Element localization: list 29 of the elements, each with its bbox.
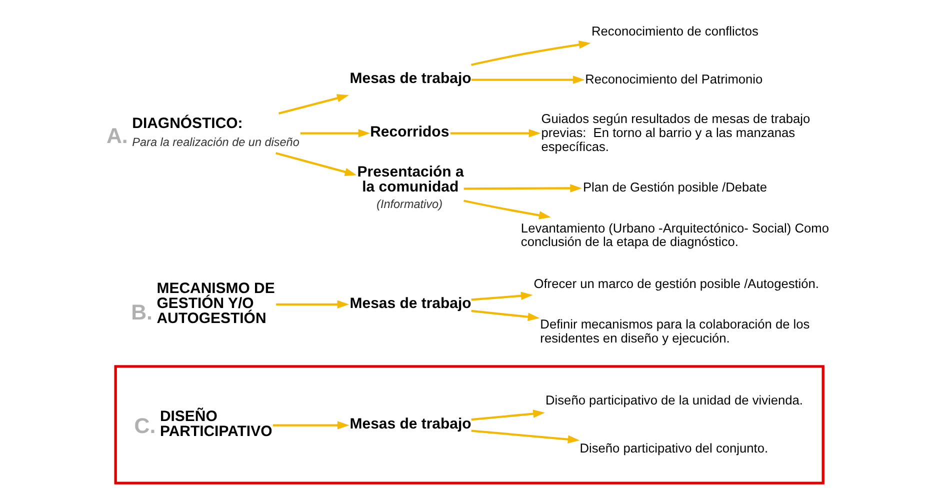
arrow [470,292,532,301]
arrow [470,76,584,84]
node-text: Reconocimiento del Patrimonio [584,72,762,87]
arrow [470,410,544,421]
node-text: Mesas de trabajo [349,70,471,88]
node-text: Ofrecer un marco de gestión posible /Autogestión. [533,276,819,291]
arrow [463,200,550,220]
arrow [276,300,349,309]
arrow [275,152,356,176]
arrow [278,94,348,114]
node-text: Definir mecanismos para la colaboración de los residentes en diseño y ejecución. [540,316,810,346]
arrow [300,129,370,138]
arrow [470,310,540,321]
node-text: Presentación a la comunidad (Informativo) [356,163,464,211]
node-text: Levantamiento (Urbano -Arquitectónico- Social) Como conclusión de la etapa de diagnóstico. [520,220,828,250]
node-text: Guiados según resultados de mesas de trabajo previas: En torno al barrio y a las manzanas específicas. [540,111,810,154]
arrow [450,129,540,138]
node-text: Diseño participativo del conjunto. [579,440,768,456]
node-text: Diseño participativo de la unidad de vivienda. [545,392,802,408]
node-text: Recorridos [370,124,449,141]
node-text: Reconocimiento de conflictos [591,24,758,39]
node-text: Plan de Gestión posible /Debate [582,180,766,195]
node-text: Mesas de trabajo [349,294,471,312]
arrow [470,430,580,444]
cluster [114,365,824,484]
arrow [470,40,590,66]
arrow [272,421,349,430]
arrow [463,184,582,192]
node-text: Mesas de trabajo [349,416,471,433]
